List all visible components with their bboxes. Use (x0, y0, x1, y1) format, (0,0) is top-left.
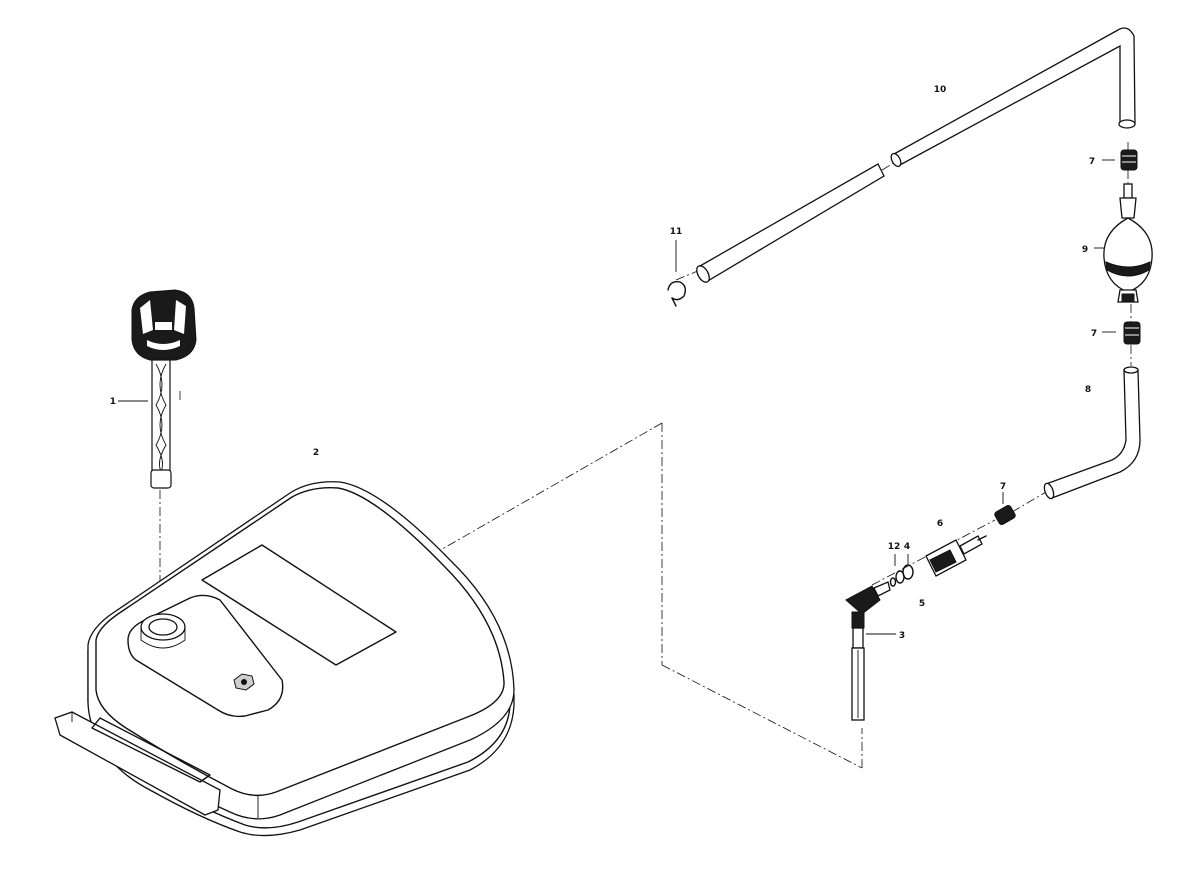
label-part-4: 4 (904, 542, 910, 552)
label-part-9: 9 (1082, 245, 1088, 255)
alignment-lines (159, 142, 1132, 769)
label-part-7-middle: 7 (1091, 329, 1097, 339)
label-part-7-top: 7 (1089, 157, 1095, 167)
hose-clamp (667, 240, 687, 307)
fuel-hose-lower-bend (1043, 366, 1141, 500)
connector (925, 535, 987, 577)
fuel-pickup (845, 581, 896, 721)
fuel-gauge-assembly (118, 289, 197, 489)
label-part-7-lower: 7 (1000, 482, 1006, 492)
label-part-6: 6 (937, 519, 943, 529)
fuel-hose-upper (890, 27, 1136, 168)
ferrule-middle (1102, 321, 1141, 345)
fuel-hose-lower-segment (696, 163, 885, 283)
label-part-5: 5 (919, 599, 925, 609)
ferrule-lower (994, 492, 1016, 525)
label-part-8: 8 (1085, 385, 1091, 395)
label-part-11: 11 (670, 227, 683, 237)
label-part-2: 2 (313, 448, 319, 458)
o-rings (889, 554, 914, 587)
label-part-3: 3 (899, 631, 905, 641)
label-part-12: 12 (888, 542, 901, 552)
label-part-10: 10 (934, 85, 947, 95)
primer-bulb (1094, 183, 1153, 303)
ferrule-top (1102, 149, 1138, 171)
fuel-tank (54, 481, 515, 837)
label-part-1: 1 (110, 397, 116, 407)
part-labels: 1 2 3 4 5 6 7 7 7 8 9 10 11 12 (110, 85, 1097, 641)
